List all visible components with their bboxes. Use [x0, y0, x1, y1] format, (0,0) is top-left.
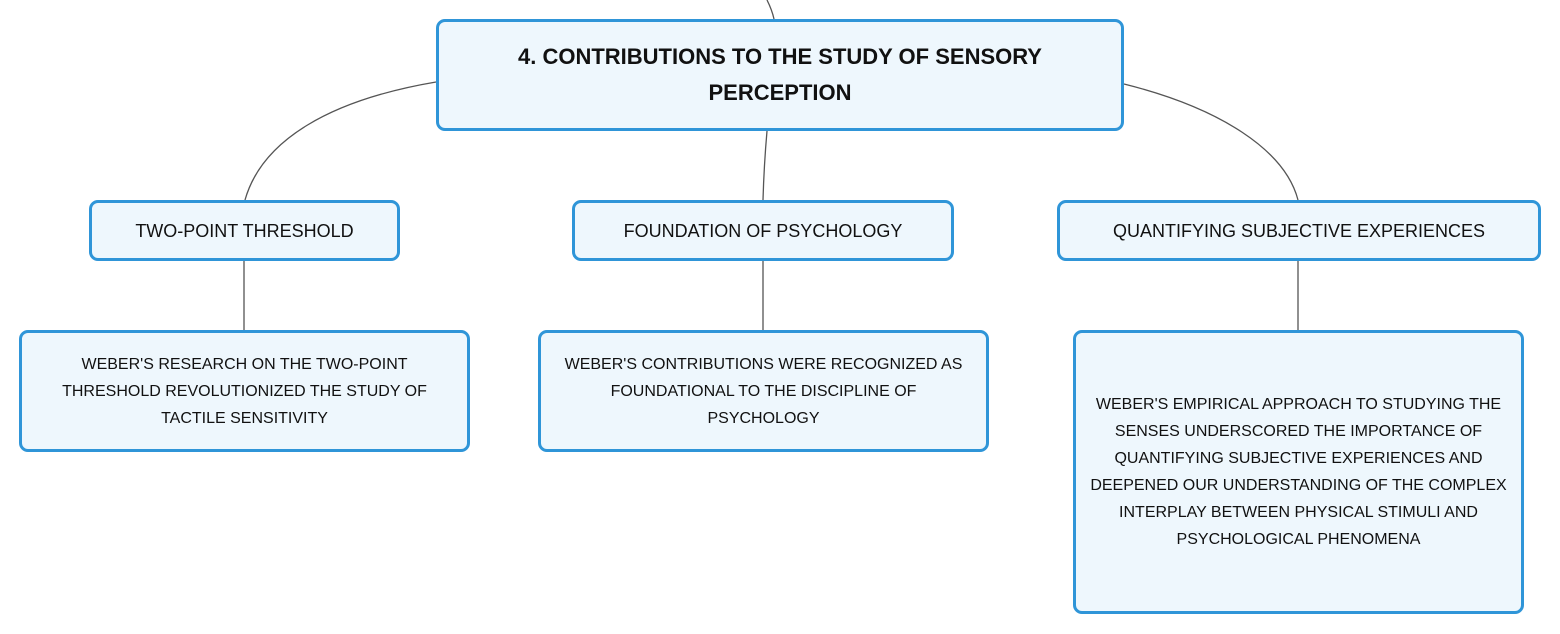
branch-node-two-point-threshold[interactable]: TWO-POINT THRESHOLD	[89, 200, 400, 261]
connector-root-to-branch-1	[244, 81, 437, 201]
branch-label: TWO-POINT THRESHOLD	[135, 220, 354, 241]
connector-root-to-branch-2	[762, 130, 768, 201]
branch-label: QUANTIFYING SUBJECTIVE EXPERIENCES	[1112, 220, 1486, 241]
branch-label: FOUNDATION OF PSYCHOLOGY	[623, 220, 903, 241]
leaf-node-quantifying-subjective-experiences-detail[interactable]: WEBER'S EMPIRICAL APPROACH TO STUDYING T…	[1073, 330, 1524, 614]
connector-parent-to-root	[766, 0, 775, 20]
leaf-node-two-point-threshold-detail[interactable]: WEBER'S RESEARCH ON THE TWO-POINT THRESH…	[19, 330, 470, 452]
leaf-detail-text: WEBER'S RESEARCH ON THE TWO-POINT THRESH…	[62, 355, 427, 427]
root-topic-node[interactable]: 4. CONTRIBUTIONS TO THE STUDY OF SENSORY…	[436, 19, 1124, 131]
leaf-node-foundation-of-psychology-detail[interactable]: WEBER'S CONTRIBUTIONS WERE RECOGNIZED AS…	[538, 330, 989, 452]
leaf-detail-text: WEBER'S CONTRIBUTIONS WERE RECOGNIZED AS…	[564, 355, 963, 427]
branch-node-foundation-of-psychology[interactable]: FOUNDATION OF PSYCHOLOGY	[572, 200, 954, 261]
connector-root-to-branch-3	[1123, 83, 1299, 201]
root-topic-title: 4. CONTRIBUTIONS TO THE STUDY OF SENSORY…	[518, 44, 1042, 105]
leaf-detail-text: WEBER'S EMPIRICAL APPROACH TO STUDYING T…	[1090, 396, 1507, 548]
branch-node-quantifying-subjective-experiences[interactable]: QUANTIFYING SUBJECTIVE EXPERIENCES	[1057, 200, 1541, 261]
